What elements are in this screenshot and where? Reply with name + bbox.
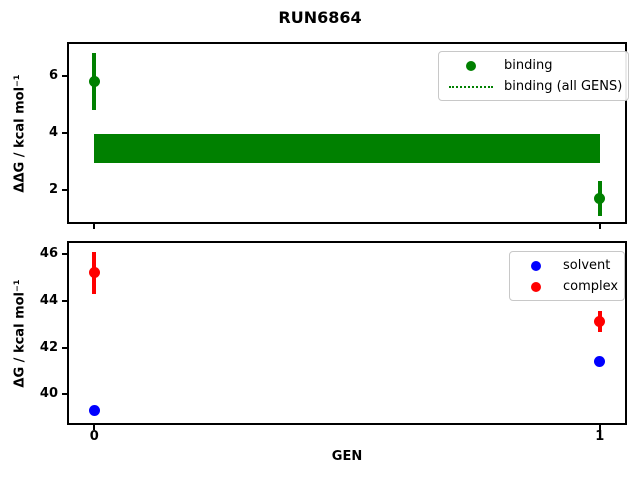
legend-dot-icon [516,281,556,292]
legend-item-solvent: solvent [516,255,618,276]
dot-marker-icon [466,60,476,71]
x-tick-label: 1 [595,429,605,444]
legend-label: solvent [563,258,611,273]
dot-marker-icon [531,260,541,271]
dotted-line-icon [449,85,493,88]
legend-dot-icon [516,260,556,271]
x-tick [598,425,601,430]
dot-marker-icon [531,281,541,292]
x-tick [93,224,96,229]
top-y-axis-label: ΔΔG / kcal mol⁻¹ [7,44,33,222]
y-tick-label: 44 [39,292,58,308]
figure-title: RUN6864 [278,8,362,27]
x-tick [93,425,96,430]
top-y-axis-label-text: ΔΔG / kcal mol⁻¹ [12,73,28,193]
bottom-y-axis-label: ΔG / kcal mol⁻¹ [7,243,33,423]
y-tick-label: 6 [48,67,58,83]
y-tick-label: 2 [48,182,58,198]
y-tick-label: 46 [39,246,58,261]
legend-item-complex: complex [516,276,618,297]
legend-label: complex [563,279,619,294]
x-tick [598,224,601,229]
legend-label: binding [504,58,553,73]
x-tick-label: 0 [89,429,99,444]
y-tick-label: 42 [39,339,58,355]
legend-dotted-line-icon [445,85,497,88]
top-legend: binding binding (all GENS) [438,51,630,101]
legend-item-binding: binding [445,55,622,76]
x-axis-label: GEN [331,449,363,464]
bottom-legend: solvent complex [509,251,626,301]
y-tick-label: 4 [48,125,58,140]
legend-dot-icon [445,60,497,71]
bottom-y-axis-label-text: ΔG / kcal mol⁻¹ [12,278,28,388]
y-tick-label: 40 [39,386,58,402]
legend-label: binding (all GENS) [504,79,623,94]
legend-item-binding-all-gens-: binding (all GENS) [445,76,622,97]
